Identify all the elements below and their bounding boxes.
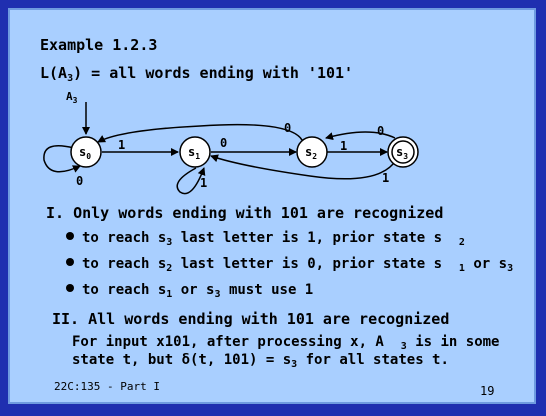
bullet-icon	[66, 258, 74, 266]
section2-line2: state t, but δ(t, 101) = s3 for all stat…	[72, 352, 449, 370]
edge-s3-s1	[210, 154, 397, 180]
automaton-diagram: A3 1 0 1 0 0 1 0 1 s0	[43, 90, 419, 195]
bullet-item: to reach s2 last letter is 0, prior stat…	[66, 256, 513, 274]
section1-heading: I. Only words ending with 101 are recogn…	[46, 204, 444, 222]
label-s1-s1: 1	[200, 176, 207, 190]
svg-text:s0: s0	[79, 145, 91, 161]
svg-text:s2: s2	[305, 145, 317, 161]
section2-line1: For input x101, after processing x, A 3 …	[72, 334, 500, 352]
svg-text:s3: s3	[396, 145, 408, 161]
edge-s1-s1	[176, 167, 206, 195]
label-s2-s3: 1	[340, 139, 347, 153]
state-s2: s2	[296, 136, 328, 168]
slide-title: Example 1.2.3	[40, 36, 158, 54]
edge-s2-s0	[97, 123, 303, 143]
state-s0: s0	[70, 136, 102, 168]
label-s0-s0: 0	[76, 174, 83, 188]
section2-heading: II. All words ending with 101 are recogn…	[52, 310, 450, 328]
label-s3-s1: 1	[382, 171, 389, 185]
edge-s0-s0	[43, 145, 81, 173]
bullet-icon	[66, 232, 74, 240]
state-s1: s1	[179, 136, 211, 168]
label-s2-s0: 0	[284, 121, 291, 135]
label-s3-s2: 0	[377, 124, 384, 138]
page-number: 19	[480, 384, 495, 398]
footer-text: 22C:135 - Part I	[54, 380, 160, 393]
label-s0-s1: 1	[118, 138, 125, 152]
start-label: A3	[66, 90, 78, 105]
svg-text:s1: s1	[188, 145, 200, 161]
edge-s3-s2	[325, 131, 396, 141]
slide: Example 1.2.3 L(A3) = all words ending w…	[8, 8, 536, 404]
state-s3-accepting: s3	[387, 136, 419, 168]
language-definition: L(A3) = all words ending with '101'	[40, 64, 354, 84]
label-s1-s2: 0	[220, 136, 227, 150]
bullet-icon	[66, 284, 74, 292]
bullet-item: to reach s3 last letter is 1, prior stat…	[66, 230, 465, 248]
bullet-item: to reach s1 or s3 must use 1	[66, 282, 313, 300]
